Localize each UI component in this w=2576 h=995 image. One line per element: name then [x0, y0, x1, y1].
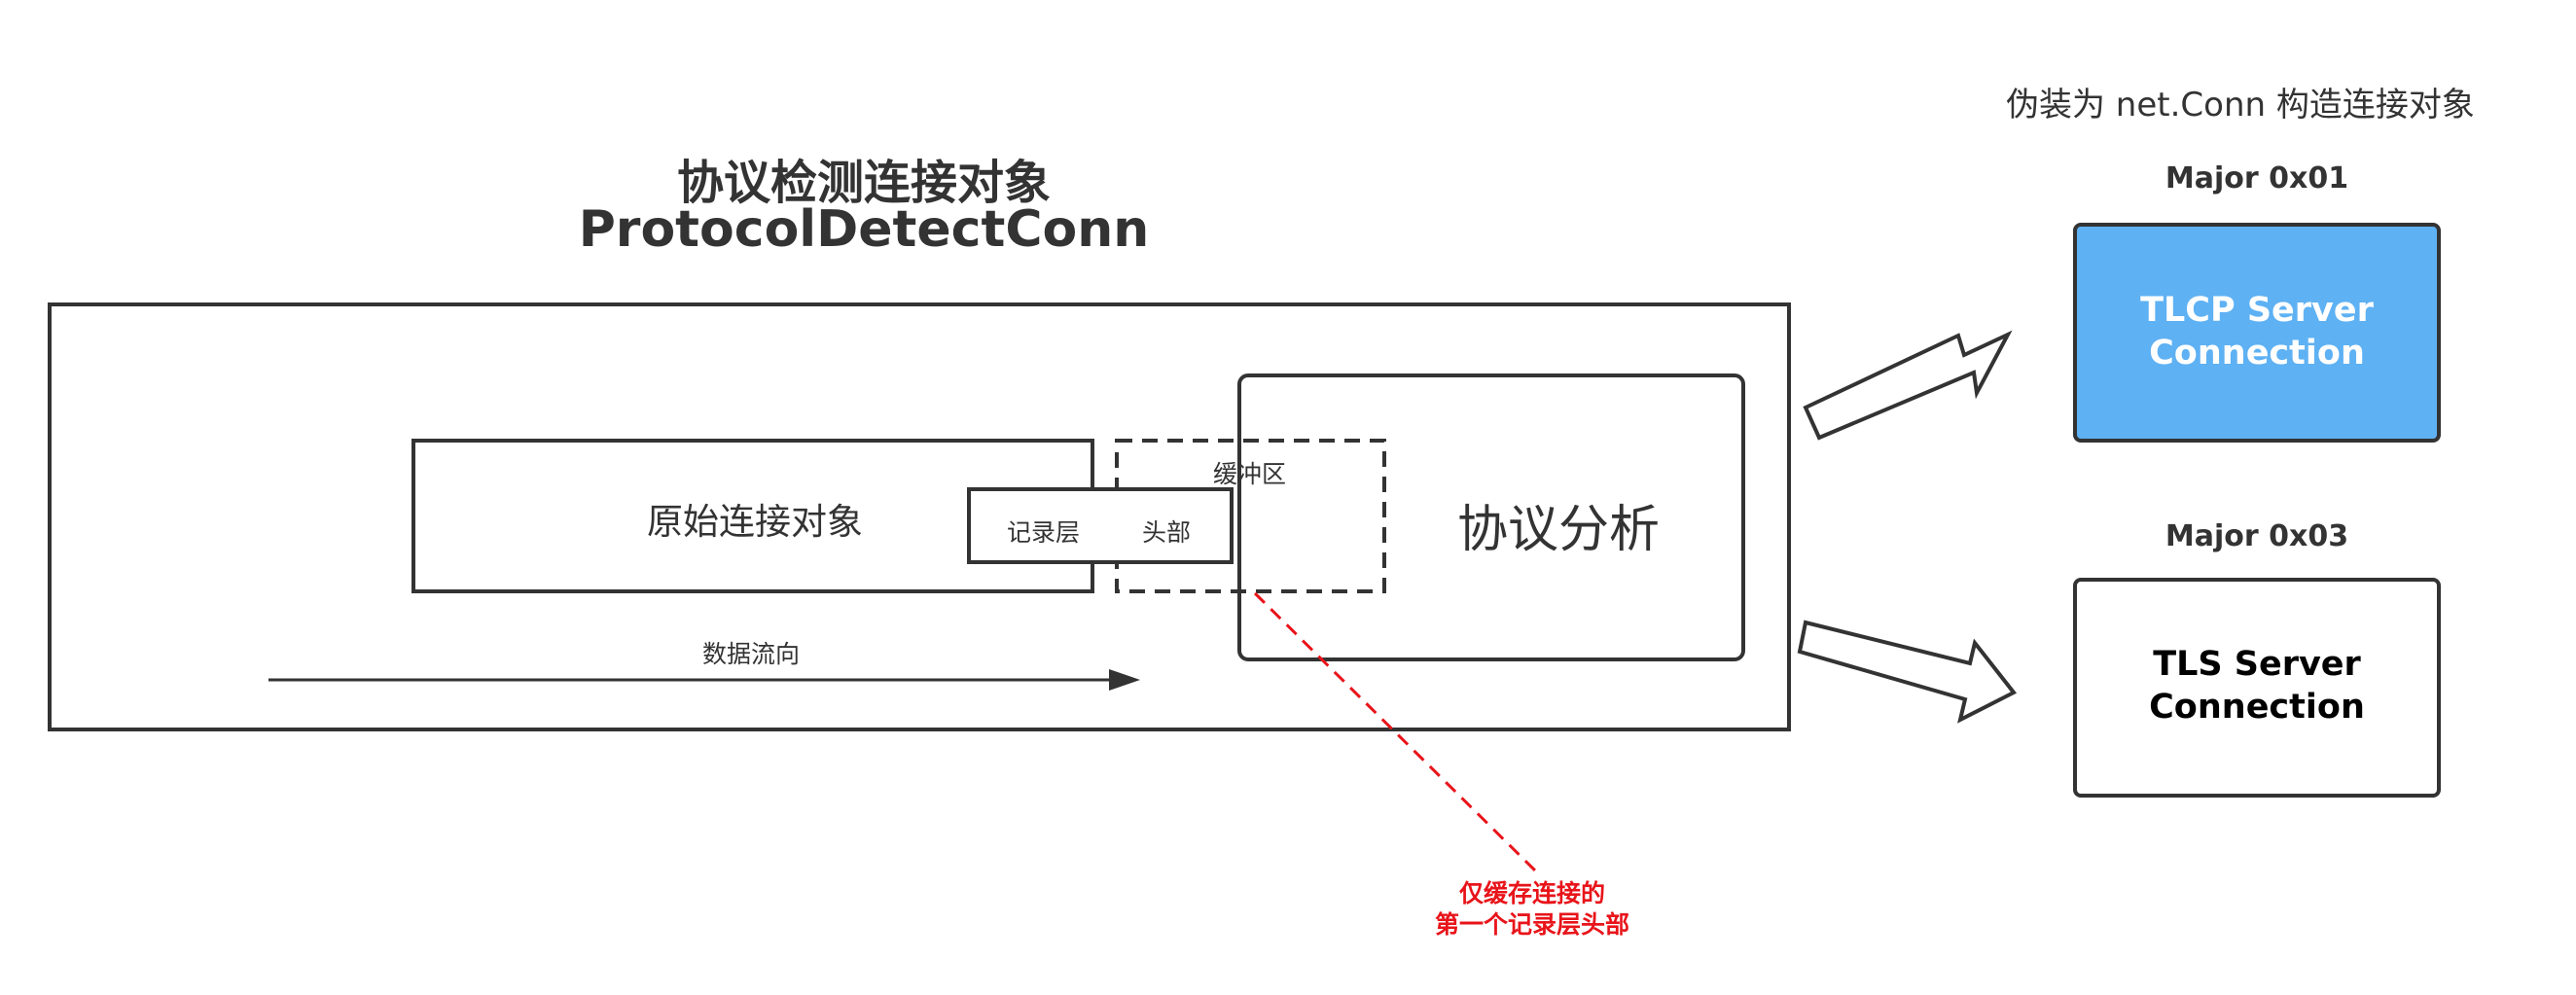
tlcp-server-box [2073, 223, 2441, 443]
protocol-detect-conn-box [48, 302, 1791, 731]
tls-server-label-line-2: Connection [2149, 688, 2365, 727]
tlcp-server-label-line-1: TLCP Server [2140, 291, 2374, 330]
data-flow-label: 数据流向 [702, 640, 801, 668]
tls-server-label: TLS Server Connection [2075, 643, 2439, 728]
buffer-note-line-2: 第一个记录层头部 [1434, 910, 1629, 939]
header-caption: 伪装为 net.Conn 构造连接对象 [2006, 86, 2475, 124]
tlcp-server-label-line-2: Connection [2149, 334, 2365, 373]
raw-connection-label: 原始连接对象 [647, 501, 863, 543]
record-layer-label: 记录层 [1007, 518, 1081, 547]
title-line-2: ProtocolDetectConn [578, 200, 1150, 259]
tls-server-box [2073, 578, 2441, 798]
protocol-analysis-label: 协议分析 [1457, 501, 1661, 559]
header-label: 头部 [1142, 518, 1192, 547]
record-header-box [967, 487, 1234, 564]
major-0x01-label: Major 0x01 [2165, 161, 2349, 195]
protocol-analysis-box [1237, 373, 1745, 661]
tls-server-label-line-1: TLS Server [2153, 645, 2361, 684]
major-0x03-label: Major 0x03 [2165, 519, 2349, 553]
buffer-label: 缓冲区 [1213, 460, 1287, 488]
data-flow-arrowhead [1109, 669, 1140, 691]
tlcp-server-label: TLCP Server Connection [2075, 289, 2439, 374]
title-line-1: 协议检测连接对象 [676, 156, 1051, 210]
arrow-to-tls [1797, 620, 2018, 724]
buffer-note: 仅缓存连接的 第一个记录层头部 [1386, 878, 1678, 941]
arrow-to-tlcp [1803, 330, 2013, 441]
buffer-note-line-1: 仅缓存连接的 [1458, 879, 1605, 907]
